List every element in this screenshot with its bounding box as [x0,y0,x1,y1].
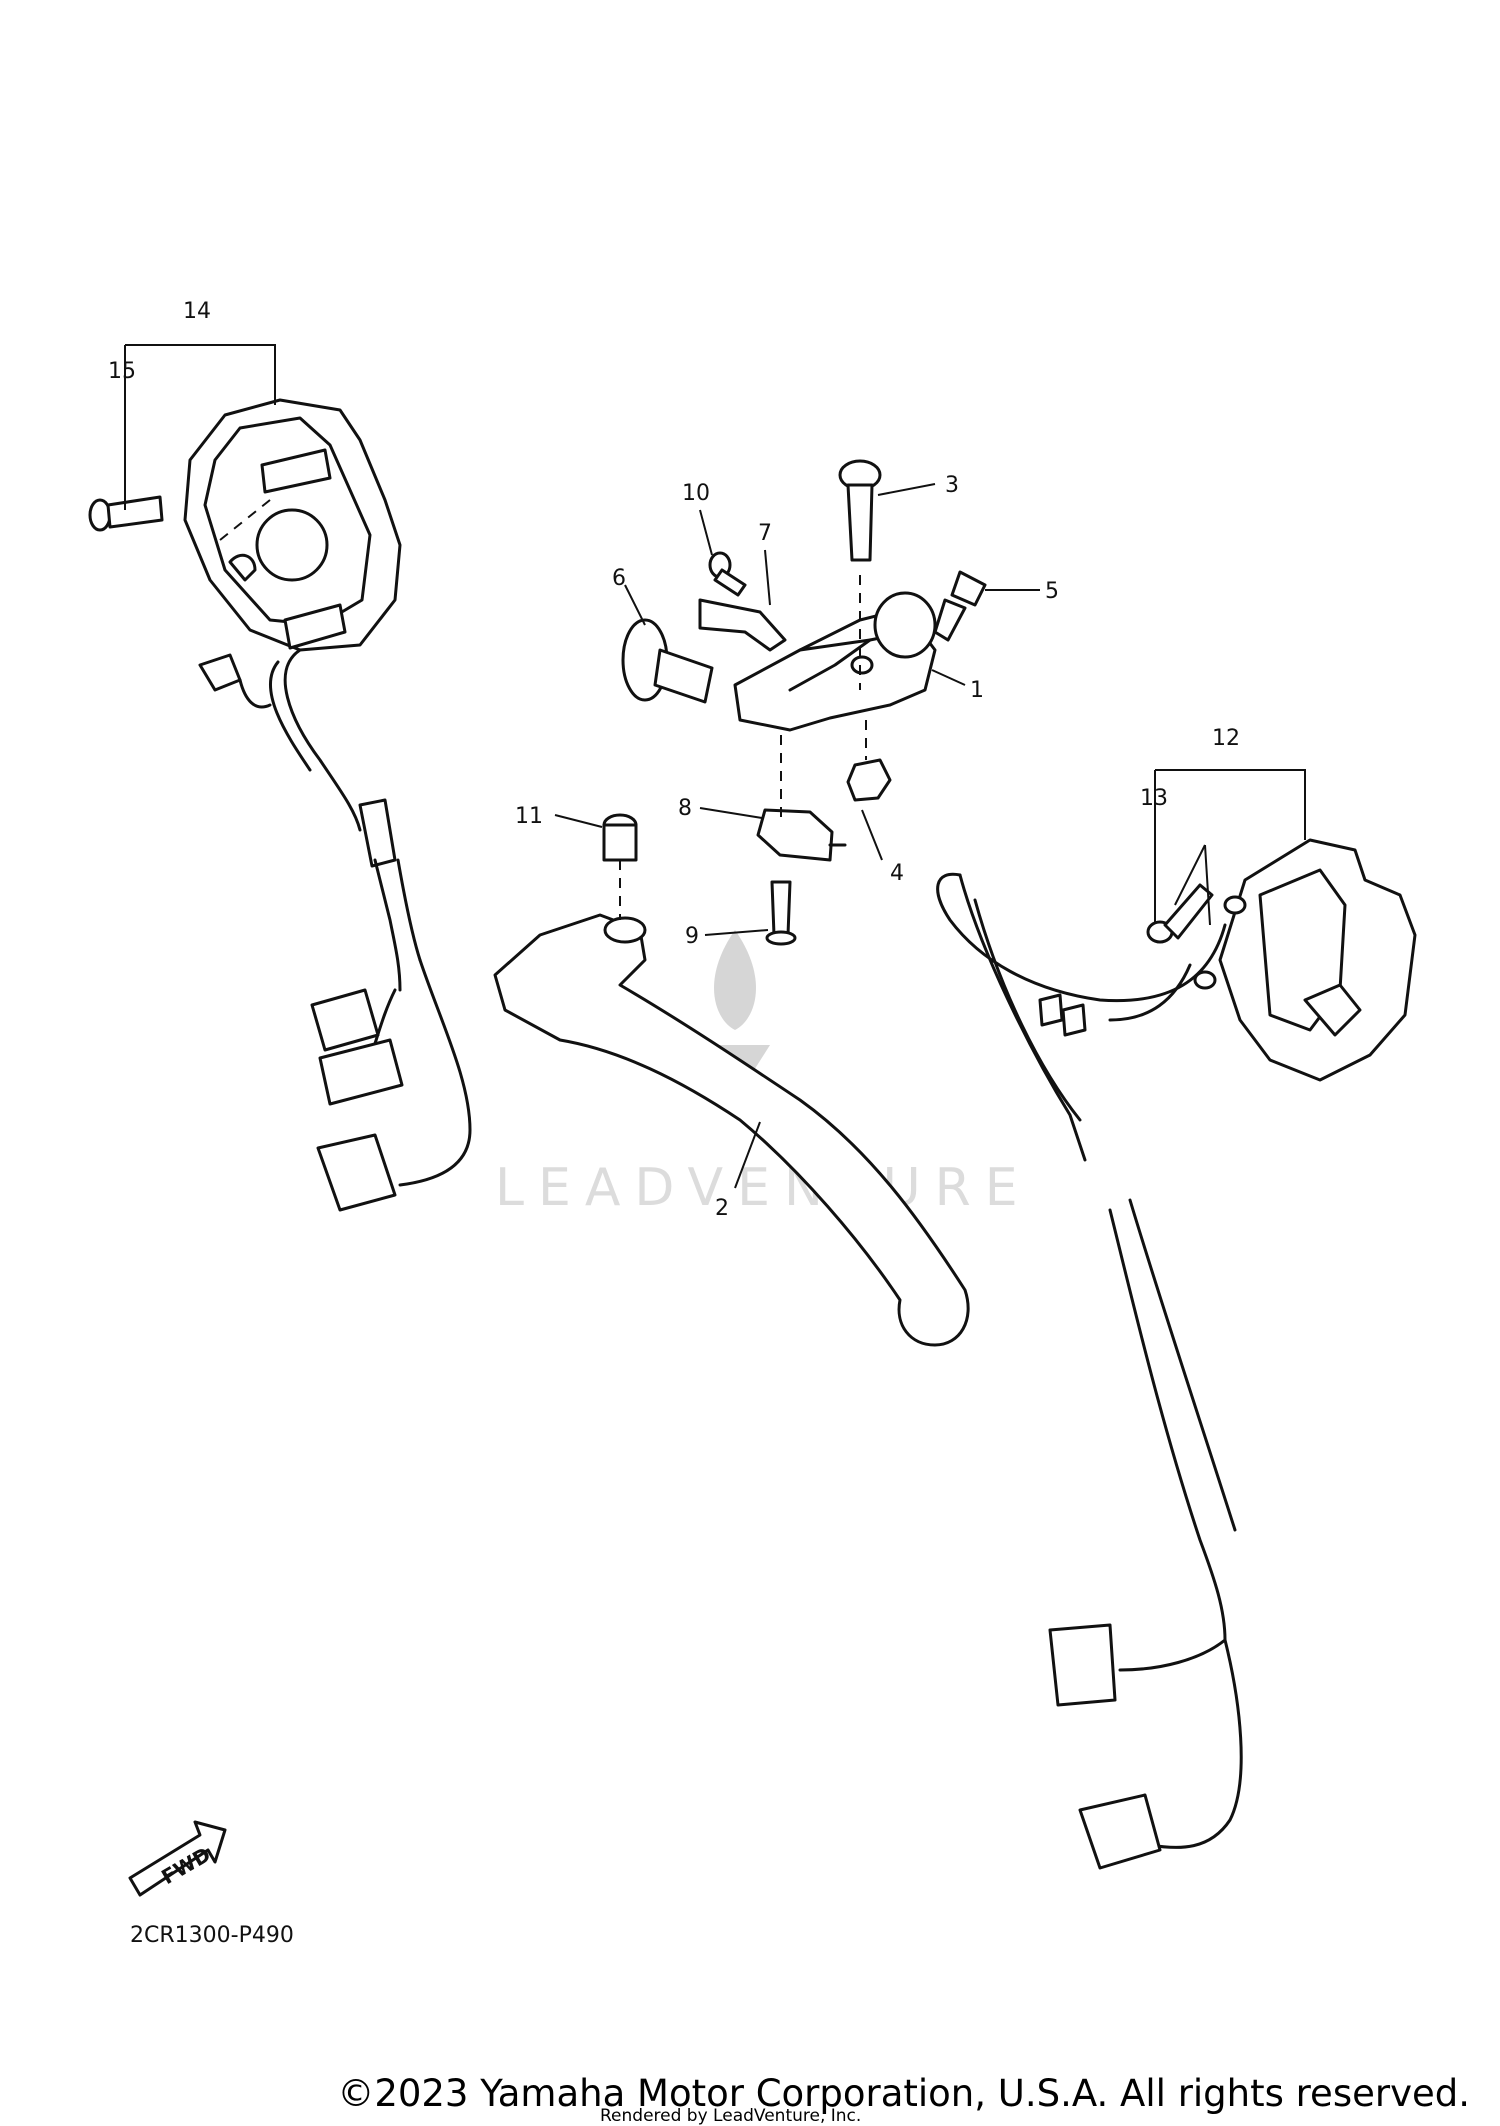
callout-9: 9 [685,924,699,949]
leader-lines [124,344,1306,1189]
screw-10 [708,551,747,597]
fwd-arrow: FWD [128,1820,227,1897]
collar-11 [602,813,638,862]
screw-15 [88,495,164,532]
screw-9 [765,880,797,946]
adjuster-6 [621,618,714,704]
callout-14: 14 [183,299,211,324]
callout-2: 2 [715,1196,729,1221]
lever-holder [733,591,937,732]
callout-7: 7 [758,521,772,546]
callout-6: 6 [612,566,626,591]
callout-labels: 1 2 3 4 5 6 7 8 9 10 11 12 13 14 15 [108,299,1240,1221]
bracket-7 [698,598,787,652]
watermark-text: LEADVENTURE [495,1158,1032,1218]
bolt-3 [838,459,882,562]
callout-8: 8 [678,796,692,821]
callout-13: 13 [1140,786,1168,811]
callout-11: 11 [515,804,543,829]
bolt-5 [933,570,987,642]
nut-4 [846,758,892,802]
screw-13 [1146,883,1214,944]
callout-5: 5 [1045,579,1059,604]
lever-2 [493,913,970,1347]
copyright-notice: ©2023 Yamaha Motor Corporation, U.S.A. A… [337,2072,1470,2115]
left-handlebar-switch [183,398,472,1212]
callout-15: 15 [108,359,136,384]
callout-1: 1 [970,678,984,703]
diagram-code: 2CR1300-P490 [130,1923,294,1948]
switch-8 [756,808,847,862]
callout-10: 10 [682,481,710,506]
callout-4: 4 [890,861,904,886]
callout-12: 12 [1212,726,1240,751]
rendered-by-credit: Rendered by LeadVenture, Inc. [600,2106,862,2126]
right-handlebar-switch [936,838,1417,1870]
callout-3: 3 [945,473,959,498]
